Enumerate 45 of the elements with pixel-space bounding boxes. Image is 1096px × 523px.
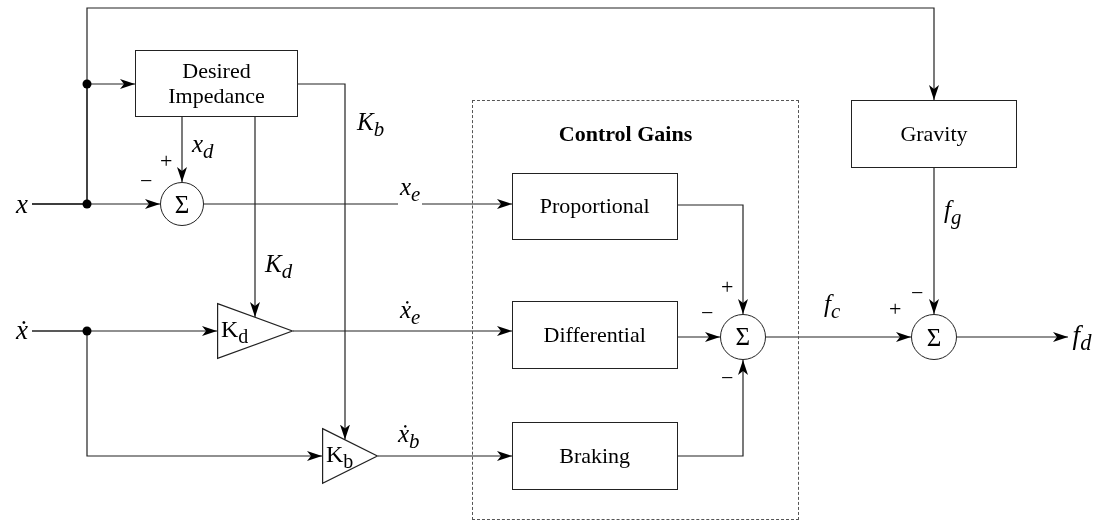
sign-label: + (721, 276, 734, 298)
sum-symbol: Σ (926, 324, 942, 350)
signal-label: ẋ (16, 316, 28, 344)
block-label: Gravity (900, 121, 968, 147)
signal-label: f$_{d}$ (1072, 321, 1092, 355)
sign-label: − (701, 302, 714, 324)
summing-junction (160, 182, 204, 226)
group-heading: Control Gains (558, 121, 693, 147)
dashed-group-box (472, 100, 799, 520)
process-box (511, 172, 678, 240)
connector-arrow (31, 7, 939, 205)
block-label: Desired Impedance (167, 59, 266, 108)
process-box (135, 50, 298, 117)
sign-label: − (911, 282, 924, 304)
process-box (511, 421, 678, 490)
gain-triangle (322, 428, 378, 484)
connector-arrow (929, 167, 939, 315)
block-label: Proportional (539, 194, 650, 219)
summing-junction (911, 314, 957, 360)
sum-symbol: Σ (735, 324, 750, 350)
connector-arrow (203, 199, 513, 209)
connector-arrow (765, 332, 912, 342)
gain-label: K$_{b}$ (326, 441, 354, 471)
connector-arrow (677, 204, 748, 315)
connector-arrow (956, 332, 1069, 342)
block-label: Braking (559, 443, 631, 468)
signal-label: x (16, 190, 28, 218)
sign-label: − (721, 367, 734, 389)
block-label: Differential (543, 322, 646, 347)
sign-label: + (160, 150, 173, 172)
connector-arrow (377, 451, 513, 461)
connector-arrow (677, 359, 748, 457)
connector-arrow (31, 330, 323, 461)
connector-arrow (292, 326, 513, 336)
sign-label: + (889, 298, 902, 320)
process-box (851, 100, 1017, 168)
gain-label: K$_{d}$ (221, 316, 249, 346)
sum-symbol: Σ (174, 191, 190, 217)
connector-arrow (177, 116, 187, 183)
connector-arrow (297, 83, 350, 441)
gain-triangle (217, 303, 293, 359)
sign-label: − (140, 170, 153, 192)
connector-arrow (250, 116, 260, 318)
connector-arrow (677, 332, 721, 342)
process-box (511, 300, 678, 369)
